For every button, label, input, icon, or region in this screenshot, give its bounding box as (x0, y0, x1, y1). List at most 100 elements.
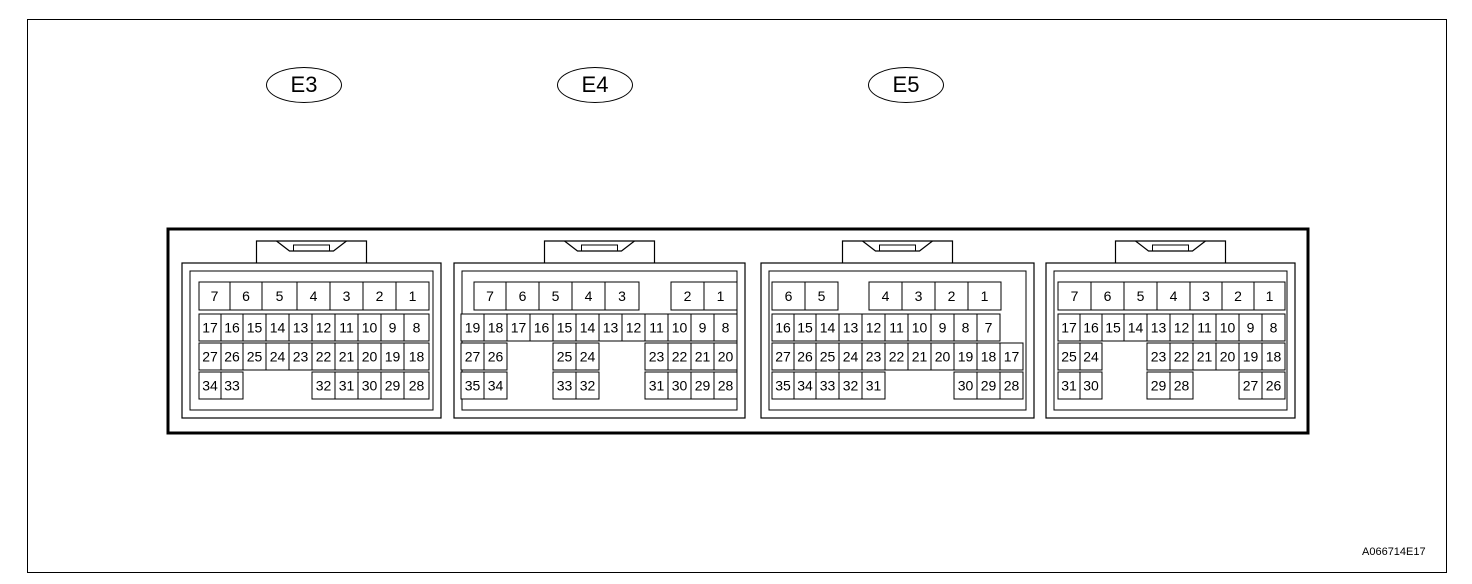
pin-cell: 9 (930, 313, 955, 342)
pin-cell: 6 (771, 281, 806, 311)
pin-cell: 7 (473, 281, 507, 311)
pin-cell: 11 (1192, 313, 1217, 342)
pin-cell: 14 (1123, 313, 1148, 342)
pin-cell: 18 (976, 342, 1001, 371)
pin-cell: 20 (713, 342, 738, 371)
pin-number: 26 (224, 349, 240, 365)
pin-cell: 29 (976, 371, 1001, 400)
pin-cell: 23 (1146, 342, 1171, 371)
pin-number: 26 (797, 349, 813, 365)
pin-number: 10 (912, 320, 928, 336)
pin-number: 32 (580, 378, 596, 394)
pin-cell: 24 (265, 342, 290, 371)
pin-number: 19 (958, 349, 974, 365)
pin-number: 3 (915, 288, 923, 304)
pin-cell: 26 (793, 342, 817, 371)
pin-cell: 32 (838, 371, 863, 400)
pin-number: 23 (649, 349, 665, 365)
pin-number: 26 (1266, 378, 1282, 394)
pin-cell: 4 (868, 281, 903, 311)
pin-number: 34 (488, 378, 504, 394)
pin-cell: 31 (644, 371, 669, 400)
pin-cell: 19 (460, 313, 485, 342)
pin-cell: 1 (967, 281, 1002, 311)
pin-cell: 5 (804, 281, 839, 311)
pin-cell: 21 (907, 342, 932, 371)
latch-bar (293, 244, 330, 252)
pin-cell: 5 (1123, 281, 1158, 311)
pin-cell: 28 (403, 371, 430, 400)
pin-cell: 24 (838, 342, 863, 371)
pin-number: 15 (557, 320, 573, 336)
pin-number: 30 (958, 378, 974, 394)
pin-cell: 13 (288, 313, 313, 342)
pin-cell: 20 (357, 342, 382, 371)
lock-tab (1114, 240, 1227, 263)
pin-cell: 18 (403, 342, 430, 371)
pin-cell: 27 (460, 342, 485, 371)
pin-number: 12 (626, 320, 642, 336)
pin-cell: 18 (1261, 342, 1286, 371)
pin-cell: 32 (575, 371, 600, 400)
pin-cell: 1 (1253, 281, 1286, 311)
pin-cell: 8 (953, 313, 978, 342)
pin-cell: 20 (1215, 342, 1240, 371)
pin-number: 5 (818, 288, 826, 304)
pin-number: 21 (695, 349, 711, 365)
lock-tab (841, 240, 954, 263)
pin-cell: 30 (357, 371, 382, 400)
connector-shell (181, 262, 442, 419)
pin-cell: 14 (815, 313, 840, 342)
pin-number: 28 (718, 378, 734, 394)
pin-number: 8 (722, 320, 730, 336)
pin-number: 32 (843, 378, 859, 394)
pin-cell: 12 (621, 313, 646, 342)
pin-number: 9 (1247, 320, 1255, 336)
pin-number: 1 (1266, 288, 1274, 304)
pin-number: 15 (247, 320, 263, 336)
pin-cell: 15 (242, 313, 267, 342)
connector-inner (768, 270, 1027, 411)
pin-number: 5 (276, 288, 284, 304)
pin-number: 13 (843, 320, 859, 336)
pin-number: 15 (797, 320, 813, 336)
pin-number: 35 (465, 378, 481, 394)
pin-number: 31 (649, 378, 665, 394)
pin-number: 20 (718, 349, 734, 365)
pin-number: 21 (1197, 349, 1213, 365)
pin-number: 7 (211, 288, 219, 304)
pin-number: 4 (585, 288, 593, 304)
pin-cell: 11 (644, 313, 669, 342)
pin-number: 19 (1243, 349, 1259, 365)
pin-number: 2 (684, 288, 692, 304)
pin-number: 14 (820, 320, 836, 336)
pin-cell: 17 (1057, 313, 1081, 342)
pin-number: 18 (981, 349, 997, 365)
pin-cell: 27 (771, 342, 795, 371)
pin-cell: 9 (1238, 313, 1263, 342)
pin-cell: 25 (242, 342, 267, 371)
pin-number: 24 (1083, 349, 1099, 365)
diagram-frame (27, 19, 1447, 573)
pin-cell: 28 (1169, 371, 1194, 400)
pin-cell: 20 (930, 342, 955, 371)
pin-number: 22 (1174, 349, 1190, 365)
pin-number: 30 (362, 378, 378, 394)
pin-number: 5 (552, 288, 560, 304)
pin-cell: 7 (198, 281, 231, 311)
pin-number: 4 (1170, 288, 1178, 304)
pin-cell: 2 (362, 281, 397, 311)
pin-cell: 8 (403, 313, 430, 342)
pin-cell: 31 (334, 371, 359, 400)
pin-cell: 34 (483, 371, 508, 400)
pin-number: 7 (486, 288, 494, 304)
pin-cell: 27 (198, 342, 222, 371)
pin-cell: 10 (667, 313, 692, 342)
pin-number: 26 (488, 349, 504, 365)
pin-number: 29 (1151, 378, 1167, 394)
pin-number: 33 (224, 378, 240, 394)
pin-number: 14 (580, 320, 596, 336)
